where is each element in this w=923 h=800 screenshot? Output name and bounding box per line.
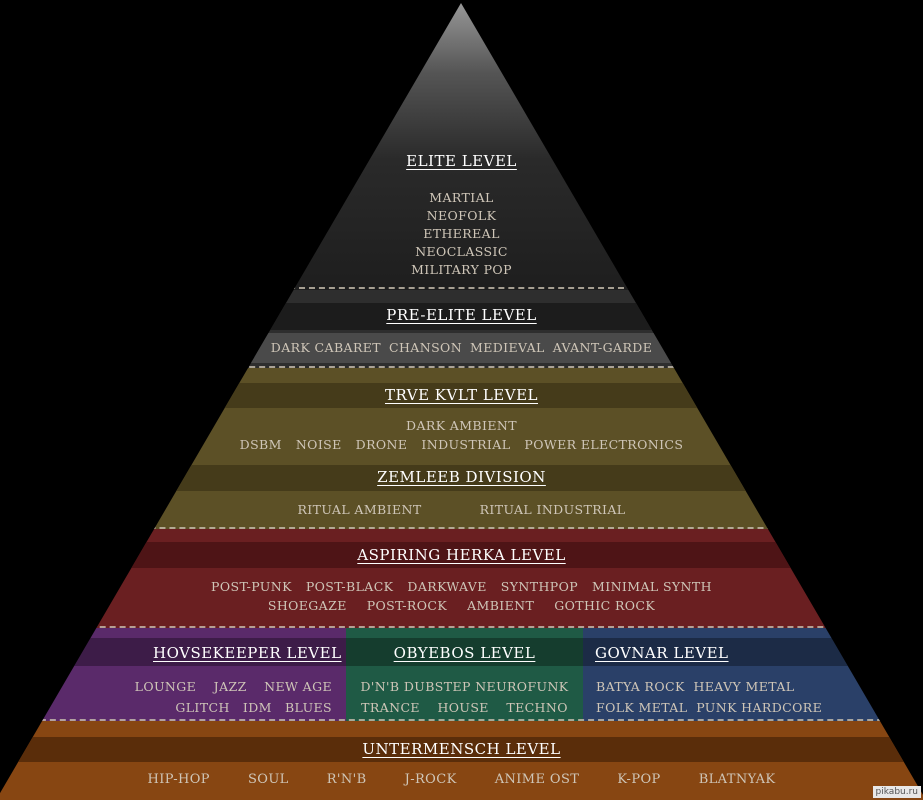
genre: HOUSE [437, 700, 489, 715]
aspiring-items: SHOEGAZE POST-ROCK AMBIENT GOTHIC ROCK [0, 598, 923, 613]
unter-title: UNTERMENSCH LEVEL [362, 740, 561, 758]
govnar-title: GOVNAR LEVEL [595, 644, 729, 662]
genre: POST-ROCK [366, 598, 448, 613]
genre: POST-BLACK [305, 579, 394, 594]
genre: DARK CABARET [270, 340, 382, 355]
genre: DUBSTEP [403, 679, 471, 694]
genre: NEUROFUNK [475, 679, 569, 694]
unter-title-bar [0, 737, 923, 762]
genre: J-ROCK [404, 772, 457, 787]
divider [0, 366, 923, 368]
genre: K-POP [617, 772, 661, 787]
genre: POST-PUNK [211, 579, 292, 594]
genre: DSBM [239, 437, 282, 452]
divider [0, 287, 923, 289]
watermark: pikabu.ru [872, 786, 921, 798]
genre: R'N'B [326, 772, 367, 787]
genre: HIP-HOP [147, 772, 210, 787]
aspiring-title-bar [0, 542, 923, 568]
genre: BATYA ROCK [596, 679, 685, 694]
obyebos-items: D'N'B DUBSTEP NEUROFUNK TRANCE HOUSE TEC… [346, 676, 583, 718]
genre: GLITCH [175, 700, 230, 715]
genre: RITUAL AMBIENT [297, 502, 422, 517]
aspiring-title: ASPIRING HERKA LEVEL [357, 546, 566, 564]
genre: TECHNO [506, 700, 568, 715]
genre: NEW AGE [264, 679, 332, 694]
divider [0, 626, 923, 628]
hovse-items: LOUNGE JAZZ NEW AGE GLITCH IDM BLUES [126, 676, 332, 718]
genre: IDM [242, 700, 272, 715]
genre: ANIME OST [494, 772, 580, 787]
genre: BLUES [284, 700, 332, 715]
lower-title-bar [0, 638, 923, 666]
genre: SHOEGAZE [267, 598, 347, 613]
genre: MEDIEVAL [470, 340, 545, 355]
pre-elite-items: DARK CABARET CHANSON MEDIEVAL AVANT-GARD… [0, 340, 923, 355]
genre: NOISE [295, 437, 342, 452]
genre: CHANSON [389, 340, 463, 355]
govnar-items: BATYA ROCK HEAVY METAL FOLK METAL PUNK H… [596, 676, 822, 718]
genre: SOUL [247, 772, 289, 787]
genre: GOTHIC ROCK [554, 598, 656, 613]
genre: FOLK METAL [596, 700, 688, 715]
genre: MARTIAL [429, 190, 494, 205]
genre: DRONE [355, 437, 408, 452]
obyebos-title: OBYEBOS LEVEL [393, 644, 536, 662]
genre: LOUNGE [134, 679, 197, 694]
elite-items: MARTIAL NEOFOLK ETHEREAL NEOCLASSIC MILI… [0, 189, 923, 279]
genre: MINIMAL SYNTH [592, 579, 712, 594]
obyebos-band [346, 628, 583, 721]
genre: D'N'B [360, 679, 400, 694]
elite-title: ELITE LEVEL [406, 152, 517, 170]
genre: INDUSTRIAL [421, 437, 511, 452]
genre: RITUAL INDUSTRIAL [479, 502, 626, 517]
genre: BLATNYAK [698, 772, 776, 787]
pre-elite-title: PRE-ELITE LEVEL [386, 306, 537, 324]
zemleeb-title: ZEMLEEB DIVISION [377, 468, 546, 486]
divider [0, 719, 923, 721]
genre: ETHEREAL [423, 226, 500, 241]
genre: TRANCE [361, 700, 420, 715]
genre: AMBIENT [467, 598, 535, 613]
divider [0, 527, 923, 529]
genre: SYNTHPOP [500, 579, 579, 594]
genre: AVANT-GARDE [552, 340, 653, 355]
aspiring-items: POST-PUNK POST-BLACK DARKWAVE SYNTHPOP M… [0, 579, 923, 594]
genre: NEOCLASSIC [415, 244, 508, 259]
genre: POWER ELECTRONICS [524, 437, 684, 452]
genre: DARKWAVE [407, 579, 487, 594]
genre: DARK AMBIENT [406, 418, 517, 433]
genre: JAZZ [213, 679, 247, 694]
hovse-title: HOVSEKEEPER LEVEL [153, 644, 342, 662]
trve-items: DSBM NOISE DRONE INDUSTRIAL POWER ELECTR… [0, 437, 923, 452]
zemleeb-items: RITUAL AMBIENT RITUAL INDUSTRIAL [0, 502, 923, 517]
genre: PUNK HARDCORE [696, 700, 823, 715]
genre: MILITARY POP [411, 262, 512, 277]
unter-items: HIP-HOP SOUL R'N'B J-ROCK ANIME OST K-PO… [0, 772, 923, 787]
trve-title: TRVE KVLT LEVEL [384, 386, 539, 404]
genre: NEOFOLK [426, 208, 497, 223]
genre: HEAVY METAL [693, 679, 795, 694]
